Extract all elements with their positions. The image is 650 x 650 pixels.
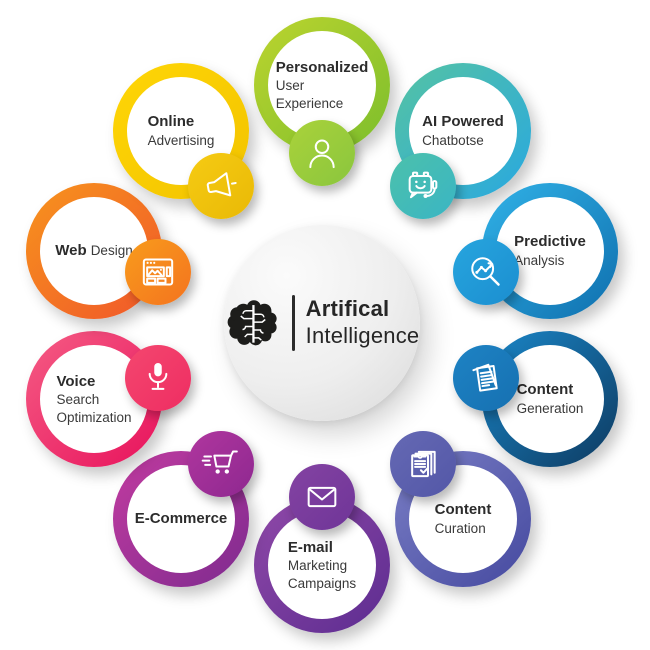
label-line: User <box>275 78 305 94</box>
node-label: Content Generation <box>517 380 584 417</box>
envelope-badge <box>289 464 355 530</box>
center-title: Artifical Intelligence <box>306 296 420 350</box>
user-icon <box>309 139 335 169</box>
label-bold: Online <box>147 113 195 131</box>
node-online-advertising: Online Advertising <box>113 63 254 219</box>
browser-icon <box>142 258 174 286</box>
node-ai-powered-chatbots: AI Powered Chatbotse <box>390 63 531 219</box>
label-line: Marketing <box>287 558 348 574</box>
checklist-icon <box>411 450 436 478</box>
search-chart-badge <box>453 239 519 305</box>
megaphone-badge <box>188 153 254 219</box>
node-content-curation: Content Curation <box>390 431 531 587</box>
node-label: Voice Search Optimization <box>56 372 131 427</box>
cart-badge <box>188 431 254 497</box>
ring-inner: E-Commerce <box>127 465 235 573</box>
microphone-badge <box>125 345 191 411</box>
node-label: Online Advertising <box>148 112 215 149</box>
node-label: E-Commerce <box>135 509 228 529</box>
node-label: Personalized User Experience <box>276 58 369 113</box>
browser-badge <box>125 239 191 305</box>
node-voice-search-optimization: Voice Search Optimization <box>26 331 191 467</box>
ring: Online Advertising <box>113 63 249 199</box>
node-label: Predictive Analysis <box>514 232 586 269</box>
brain-icon <box>227 300 277 346</box>
node-label: Content Curation <box>435 500 492 537</box>
label-bold: Voice <box>56 372 96 390</box>
node-predictive-analysis: Predictive Analysis <box>453 183 618 319</box>
search-chart-icon <box>471 257 500 286</box>
node-label: E-mail Marketing Campaigns <box>288 538 356 593</box>
microphone-icon <box>148 363 168 390</box>
documents-badge <box>453 345 519 411</box>
label-bold: Web <box>55 241 87 259</box>
label-line: Experience <box>275 95 344 111</box>
envelope-icon <box>307 486 337 508</box>
label-bold: Personalized <box>275 58 369 76</box>
center-content: Artifical Intelligence <box>225 295 420 351</box>
label-bold: Predictive <box>514 233 586 251</box>
node-label: AI Powered Chatbotse <box>422 112 504 149</box>
node-email-marketing-campaigns: E-mail Marketing Campaigns <box>254 464 390 633</box>
center-circle: Artifical Intelligence <box>224 225 420 421</box>
documents-icon <box>472 363 498 392</box>
label-bold: E-Commerce <box>134 510 228 528</box>
label-bold: Content <box>434 501 492 519</box>
label-line: Search <box>56 392 100 408</box>
label-bold: AI Powered <box>422 113 504 131</box>
cart-icon <box>201 450 238 474</box>
label-line: Generation <box>516 400 584 416</box>
label-line: Analysis <box>514 252 565 268</box>
center-title-line2: Intelligence <box>305 323 420 348</box>
label-bold: Content <box>516 381 574 399</box>
user-badge <box>289 120 355 186</box>
chatbot-icon <box>408 171 438 199</box>
checklist-badge <box>390 431 456 497</box>
label-line: Campaigns <box>287 575 357 591</box>
divider-line <box>291 295 295 351</box>
label-line: Advertising <box>147 132 215 148</box>
label-line: Optimization <box>56 409 132 425</box>
ring-inner: AI Powered Chatbotse <box>409 77 517 185</box>
node-e-commerce: E-Commerce <box>113 431 254 587</box>
ring: E-Commerce <box>113 451 249 587</box>
center-title-line1: Artifical <box>305 296 390 322</box>
label-line: Chatbotse <box>422 132 484 148</box>
megaphone-icon <box>206 172 237 197</box>
label-bold: E-mail <box>287 538 333 556</box>
node-personalized-user-experience: Personalized User Experience <box>254 17 390 186</box>
label-line: Curation <box>434 520 486 536</box>
chatbot-badge <box>390 153 456 219</box>
node-content-generation: Content Generation <box>453 331 618 467</box>
label-line: Design <box>90 242 133 258</box>
